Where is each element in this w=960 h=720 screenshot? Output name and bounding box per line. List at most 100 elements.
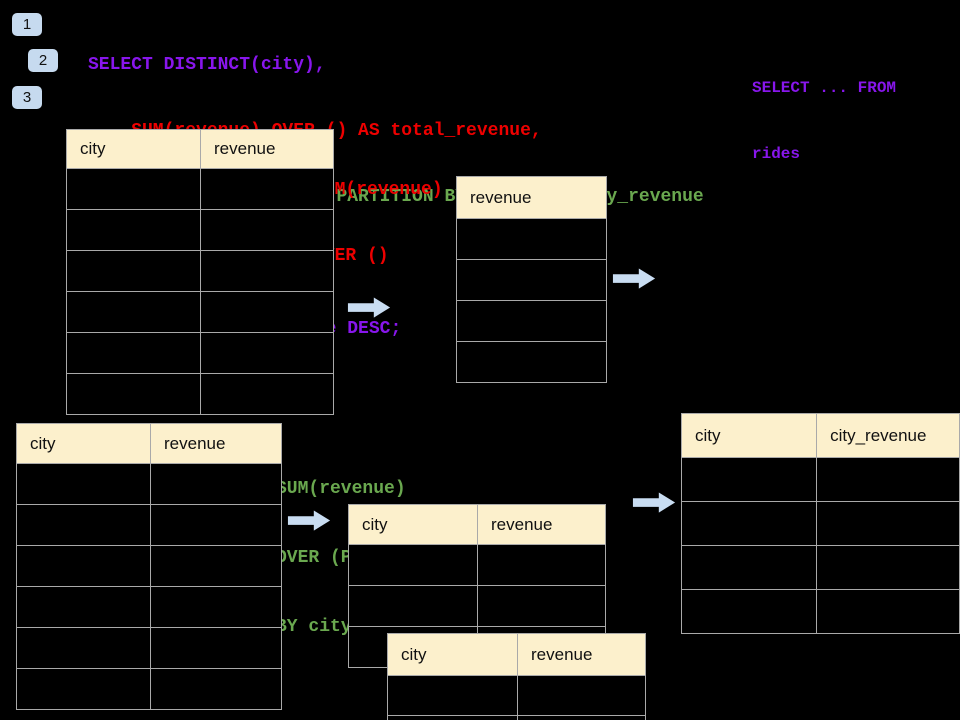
table-cell — [680, 545, 818, 590]
arrow-right-icon — [632, 492, 676, 513]
table-cell — [680, 457, 818, 502]
column-header-revenue: revenue — [517, 633, 646, 676]
column-header-city: city — [387, 633, 518, 676]
table-row — [456, 300, 607, 342]
table-cell — [456, 218, 607, 260]
column-header-city: city — [348, 504, 478, 545]
table-cell — [150, 463, 282, 505]
table-cell — [816, 501, 960, 546]
step-badge-1: 1 — [12, 13, 42, 36]
table-partition-group-2: city revenue — [387, 633, 646, 720]
annotation-line: rides — [752, 145, 801, 163]
table-cell — [680, 589, 818, 634]
table-cell — [16, 668, 151, 710]
arrow-right-icon — [287, 510, 331, 531]
table-cell — [200, 291, 334, 333]
table-cell — [387, 675, 518, 716]
table-cell — [456, 259, 607, 301]
table-row — [66, 291, 334, 333]
table-cell — [456, 341, 607, 383]
table-row — [456, 341, 607, 383]
table-cell — [66, 250, 201, 292]
table-header-row: city city_revenue — [680, 413, 960, 458]
column-header-city-revenue: city_revenue — [816, 413, 960, 458]
table-row — [16, 463, 282, 505]
table-cell — [66, 291, 201, 333]
column-header-revenue: revenue — [150, 423, 282, 464]
table-cell — [150, 668, 282, 710]
table-cell — [816, 545, 960, 590]
table-cell — [66, 168, 201, 210]
table-total-revenue-result: revenue — [456, 176, 607, 383]
table-cell — [816, 589, 960, 634]
column-header-city: city — [16, 423, 151, 464]
table-row — [16, 668, 282, 710]
table-row — [16, 586, 282, 628]
step-badge-label: 1 — [22, 16, 32, 33]
table-cell — [477, 585, 606, 627]
table-cell — [348, 585, 478, 627]
table-header-row: revenue — [456, 176, 607, 219]
table-cell — [16, 463, 151, 505]
table-row — [348, 544, 606, 586]
table-city-revenue-result: city city_revenue — [680, 413, 960, 634]
annotation-line: SUM(revenue) — [313, 180, 443, 200]
table-cell — [150, 545, 282, 587]
table-row — [16, 504, 282, 546]
arrow-right-icon — [612, 268, 656, 289]
table-cell — [150, 504, 282, 546]
table-cell — [16, 504, 151, 546]
table-cell — [200, 168, 334, 210]
table-row — [66, 209, 334, 251]
table-row — [66, 168, 334, 210]
column-header-revenue: revenue — [200, 129, 334, 169]
column-header-revenue: revenue — [456, 176, 607, 219]
table-cell — [680, 501, 818, 546]
step-badge-label: 3 — [22, 89, 32, 106]
table-row — [16, 545, 282, 587]
table-row — [456, 218, 607, 260]
table-source-top: city revenue — [66, 129, 334, 415]
table-cell — [387, 715, 518, 720]
table-cell — [66, 332, 201, 374]
annotation-line: SELECT ... FROM — [752, 79, 897, 97]
column-header-city: city — [680, 413, 818, 458]
table-cell — [456, 300, 607, 342]
table-cell — [816, 457, 960, 502]
table-row — [456, 259, 607, 301]
table-cell — [66, 373, 201, 415]
table-cell — [16, 545, 151, 587]
table-source-bottom: city revenue — [16, 423, 282, 710]
table-cell — [66, 209, 201, 251]
table-row — [680, 589, 960, 634]
table-cell — [477, 544, 606, 586]
step-badge-2: 2 — [28, 49, 58, 72]
table-cell — [16, 586, 151, 628]
table-row — [680, 501, 960, 546]
table-cell — [517, 715, 646, 720]
table-cell — [517, 675, 646, 716]
table-row — [680, 457, 960, 502]
annotation-select-from-rides: SELECT ... FROM rides — [752, 33, 896, 209]
table-cell — [150, 627, 282, 669]
table-row — [348, 585, 606, 627]
sql-line-select: SELECT DISTINCT(city), — [88, 55, 326, 75]
table-row — [16, 627, 282, 669]
table-row — [387, 675, 646, 716]
step-badge-label: 2 — [38, 52, 48, 69]
step-badge-3: 3 — [12, 86, 42, 109]
table-cell — [200, 373, 334, 415]
arrow-right-icon — [347, 297, 391, 318]
table-cell — [200, 250, 334, 292]
table-cell — [348, 544, 478, 586]
column-header-city: city — [66, 129, 201, 169]
table-row — [387, 715, 646, 720]
annotation-line: SUM(revenue) — [276, 479, 406, 499]
table-header-row: city revenue — [348, 504, 606, 545]
table-header-row: city revenue — [16, 423, 282, 464]
table-cell — [200, 332, 334, 374]
table-row — [66, 332, 334, 374]
table-row — [680, 545, 960, 590]
table-cell — [150, 586, 282, 628]
